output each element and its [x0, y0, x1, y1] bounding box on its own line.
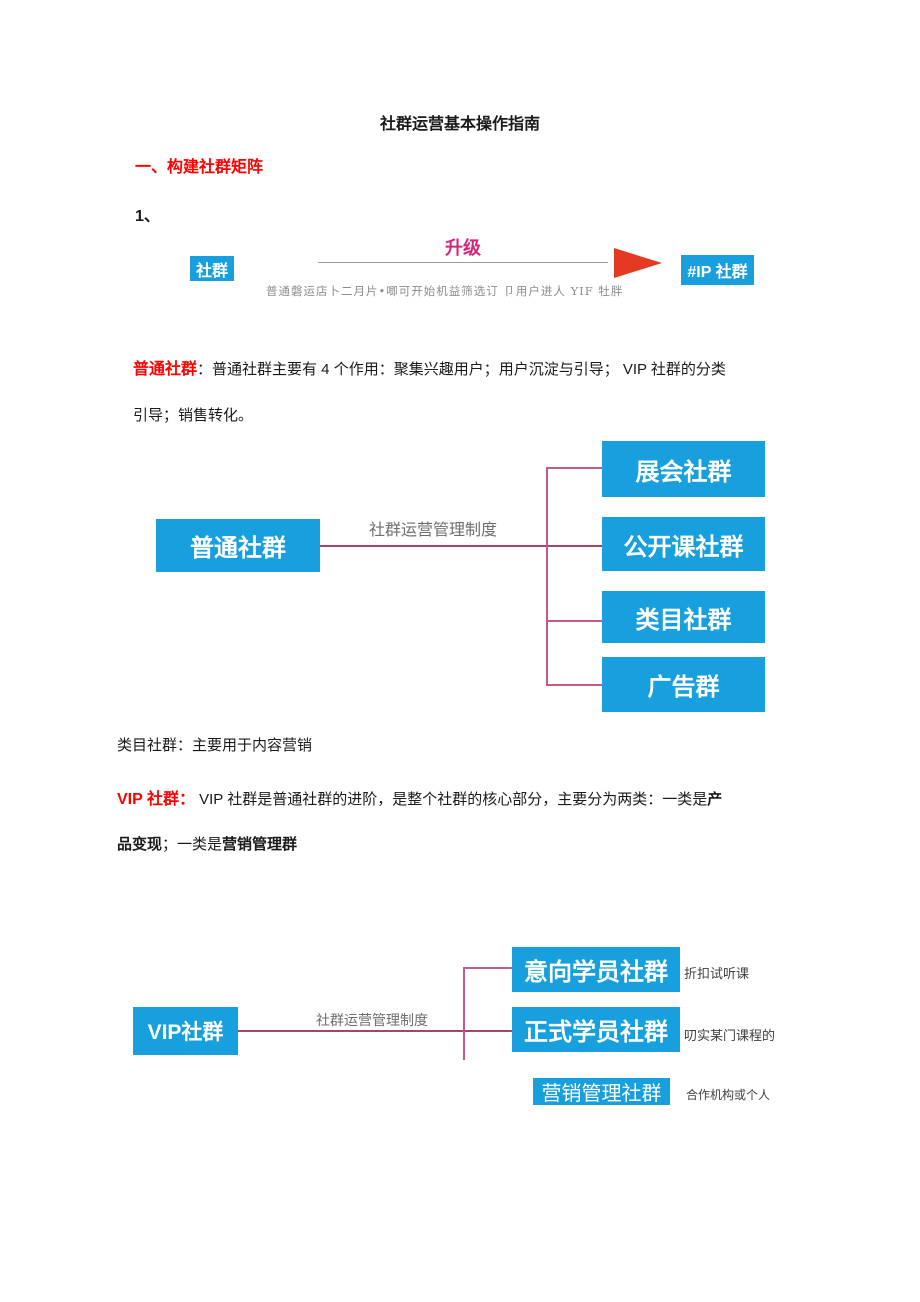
upgrade-caption: 普通磐运店卜二月片•唧可开始机益筛选订 卩用户进人 YIF 牡胖	[266, 284, 624, 298]
list-number: 1、	[135, 208, 160, 225]
node-root-ordinary: 普通社群	[156, 519, 320, 572]
note-marketing: 合作机构或个人	[686, 1088, 771, 1102]
para-ordinary-text1: ：普通社群主要有 4 个作用：聚集兴趣用户；用户沉淀与引导； VIP 社群的分类	[197, 361, 726, 378]
para-vip-text1: VIP 社群是普通社群的进阶，是整个社群的核心部分，主要分为两类：一类是	[199, 791, 708, 808]
edge-label-vip: 社群运营管理制度	[316, 1013, 428, 1029]
node-child-formal: 正式学员社群	[512, 1007, 680, 1052]
node-child-prospect: 意向学员社群	[512, 947, 680, 992]
section-heading: 一、构建社群矩阵	[135, 159, 264, 176]
para-vip-text2: ；一类是	[162, 836, 223, 853]
para-vip-lead: VIP 社群：	[117, 791, 195, 808]
para-vip-line2: 品变现；一类是营销管理群	[117, 833, 297, 854]
node-child-exhibition: 展会社群	[602, 441, 765, 497]
page-title: 社群运营基本操作指南	[379, 116, 540, 133]
connector-trunk	[546, 467, 548, 686]
para-ordinary-lead: 普通社群	[133, 361, 198, 378]
connector-branch-4	[546, 684, 602, 686]
para-vip-bold1: 产	[707, 791, 723, 808]
node-ip-community: #IP 社群	[681, 255, 754, 285]
node-child-ads: 广告群	[602, 657, 765, 712]
node-child-marketing: 营销管理社群	[533, 1078, 670, 1105]
node-child-openclass: 公开课社群	[602, 517, 765, 571]
para-ordinary-line1: 普通社群：普通社群主要有 4 个作用：聚集兴趣用户；用户沉淀与引导； VIP 社…	[133, 355, 726, 379]
connector-branch-vip-1	[463, 967, 512, 969]
upgrade-label: 升级	[445, 238, 481, 258]
para-vip-bold3: 营销管理群	[222, 836, 298, 853]
connector-main-vip	[238, 1030, 512, 1032]
node-child-category: 类目社群	[602, 591, 765, 643]
connector-trunk-vip	[463, 967, 465, 1060]
para-vip-line1: VIP 社群： VIP 社群是普通社群的进阶，是整个社群的核心部分，主要分为两类…	[117, 785, 722, 809]
note-prospect: 折扣试听课	[684, 966, 750, 981]
edge-label-ordinary: 社群运营管理制度	[369, 520, 498, 539]
node-community: 社群	[190, 256, 234, 281]
note-category: 类目社群：主要用于内容营销	[117, 737, 313, 754]
connector-main	[320, 545, 602, 547]
arrow-right-icon	[614, 248, 662, 278]
upgrade-arrow-line	[318, 262, 608, 263]
node-root-vip: VIP社群	[133, 1007, 238, 1055]
para-vip-bold2: 品变现	[117, 836, 163, 853]
connector-branch-3	[546, 620, 602, 622]
para-ordinary-line2: 引导；销售转化。	[133, 407, 254, 424]
connector-branch-1	[546, 467, 602, 469]
note-formal: 叨实某门课程的	[684, 1028, 776, 1043]
